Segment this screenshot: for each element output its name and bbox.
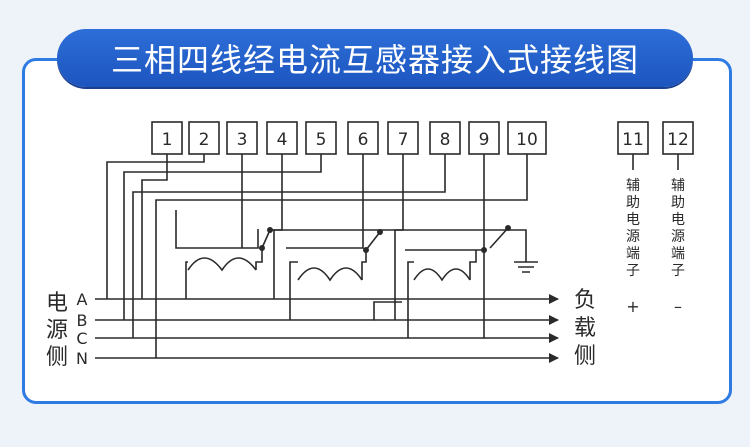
ct1-switch (241, 154, 271, 249)
phase-label-a: A (77, 290, 88, 309)
ground-symbol (514, 261, 538, 273)
phase-label-c: C (76, 329, 87, 348)
source-char: 源 (46, 318, 68, 343)
aux-label-char: 子 (626, 263, 640, 279)
terminal-box-9 (468, 121, 500, 155)
junction-dot (363, 247, 369, 253)
wire-t1 (141, 154, 168, 299)
terminal-block (151, 121, 694, 155)
junction-dot (259, 245, 265, 251)
wire-t5 (123, 154, 322, 320)
junction-dot (377, 229, 383, 235)
terminal-label-9: 9 (479, 130, 490, 150)
source-char: 电 (46, 291, 68, 316)
terminal-box-6 (347, 121, 379, 155)
aux-label-char: 助 (671, 195, 685, 211)
terminal-label-2: 2 (199, 130, 210, 150)
terminal-label-10: 10 (516, 130, 538, 150)
ct1-primary (175, 210, 259, 249)
terminal-box-11 (617, 121, 649, 155)
junction-dot (505, 225, 511, 231)
aux-label-char: 助 (626, 195, 640, 211)
terminal-label-4: 4 (277, 130, 288, 150)
ct2-primary (286, 229, 364, 249)
ct2-coil (297, 267, 363, 282)
title-banner: 三相四线经电流互感器接入式接线图 (57, 29, 693, 87)
wire-t4 (273, 154, 283, 299)
terminal-box-7 (387, 121, 419, 155)
aux-label-char: 电 (671, 212, 685, 228)
load-side-label: 负 载 侧 (574, 288, 596, 369)
aux-label-char: 辅 (671, 178, 685, 194)
page-title: 三相四线经电流互感器接入式接线图 (110, 41, 639, 79)
terminal-label-7: 7 (398, 130, 409, 150)
aux-label-char: 电 (626, 212, 640, 228)
aux-label-char: 源 (671, 229, 685, 245)
phase-label-n: N (76, 349, 88, 368)
ground-bus (270, 229, 527, 262)
terminal-label-8: 8 (440, 130, 451, 150)
terminal-box-4 (266, 121, 298, 155)
aux-label-char: 源 (626, 229, 640, 245)
terminal-box-12 (662, 121, 694, 155)
ct3-leads (407, 250, 477, 338)
terminal-label-5: 5 (316, 130, 327, 150)
ct1-leads (185, 248, 263, 299)
terminal-label-12: 12 (667, 130, 689, 150)
wire-t8 (132, 154, 446, 338)
terminal-box-1 (151, 121, 183, 155)
wires (95, 154, 679, 363)
terminal-box-2 (188, 121, 220, 155)
source-side-label: 电 源 侧 (46, 291, 68, 370)
terminal-label-11: 11 (622, 130, 644, 150)
ct2-leads (289, 250, 367, 320)
ct3-coil (413, 268, 471, 282)
ct3-switch (483, 154, 509, 250)
wire-t10 (155, 154, 528, 358)
aux-sign-minus: – (674, 297, 682, 316)
source-char: 侧 (46, 345, 68, 370)
ct1-coil (187, 257, 257, 272)
load-char: 载 (574, 316, 596, 341)
aux-sign-plus: + (626, 297, 639, 316)
phase-label-b: B (77, 311, 88, 330)
junction-dot (481, 247, 487, 253)
aux-label-char: 子 (671, 263, 685, 279)
load-char: 负 (574, 288, 596, 313)
wire-t7 (394, 154, 404, 320)
diagram-frame (22, 58, 732, 404)
terminal-box-5 (305, 121, 337, 155)
terminal-label-6: 6 (358, 130, 369, 150)
terminal-label-3: 3 (237, 130, 248, 150)
wire-phase-b (95, 301, 402, 321)
junction-dot (267, 227, 273, 233)
terminal-label-1: 1 (162, 130, 173, 150)
aux-label-char: 端 (626, 246, 640, 262)
wire-t2 (106, 154, 205, 299)
load-char: 侧 (574, 344, 596, 369)
aux-label-char: 辅 (626, 178, 640, 194)
junction-dots (259, 225, 511, 253)
aux-label-char: 端 (671, 246, 685, 262)
ct2-switch (362, 154, 381, 251)
